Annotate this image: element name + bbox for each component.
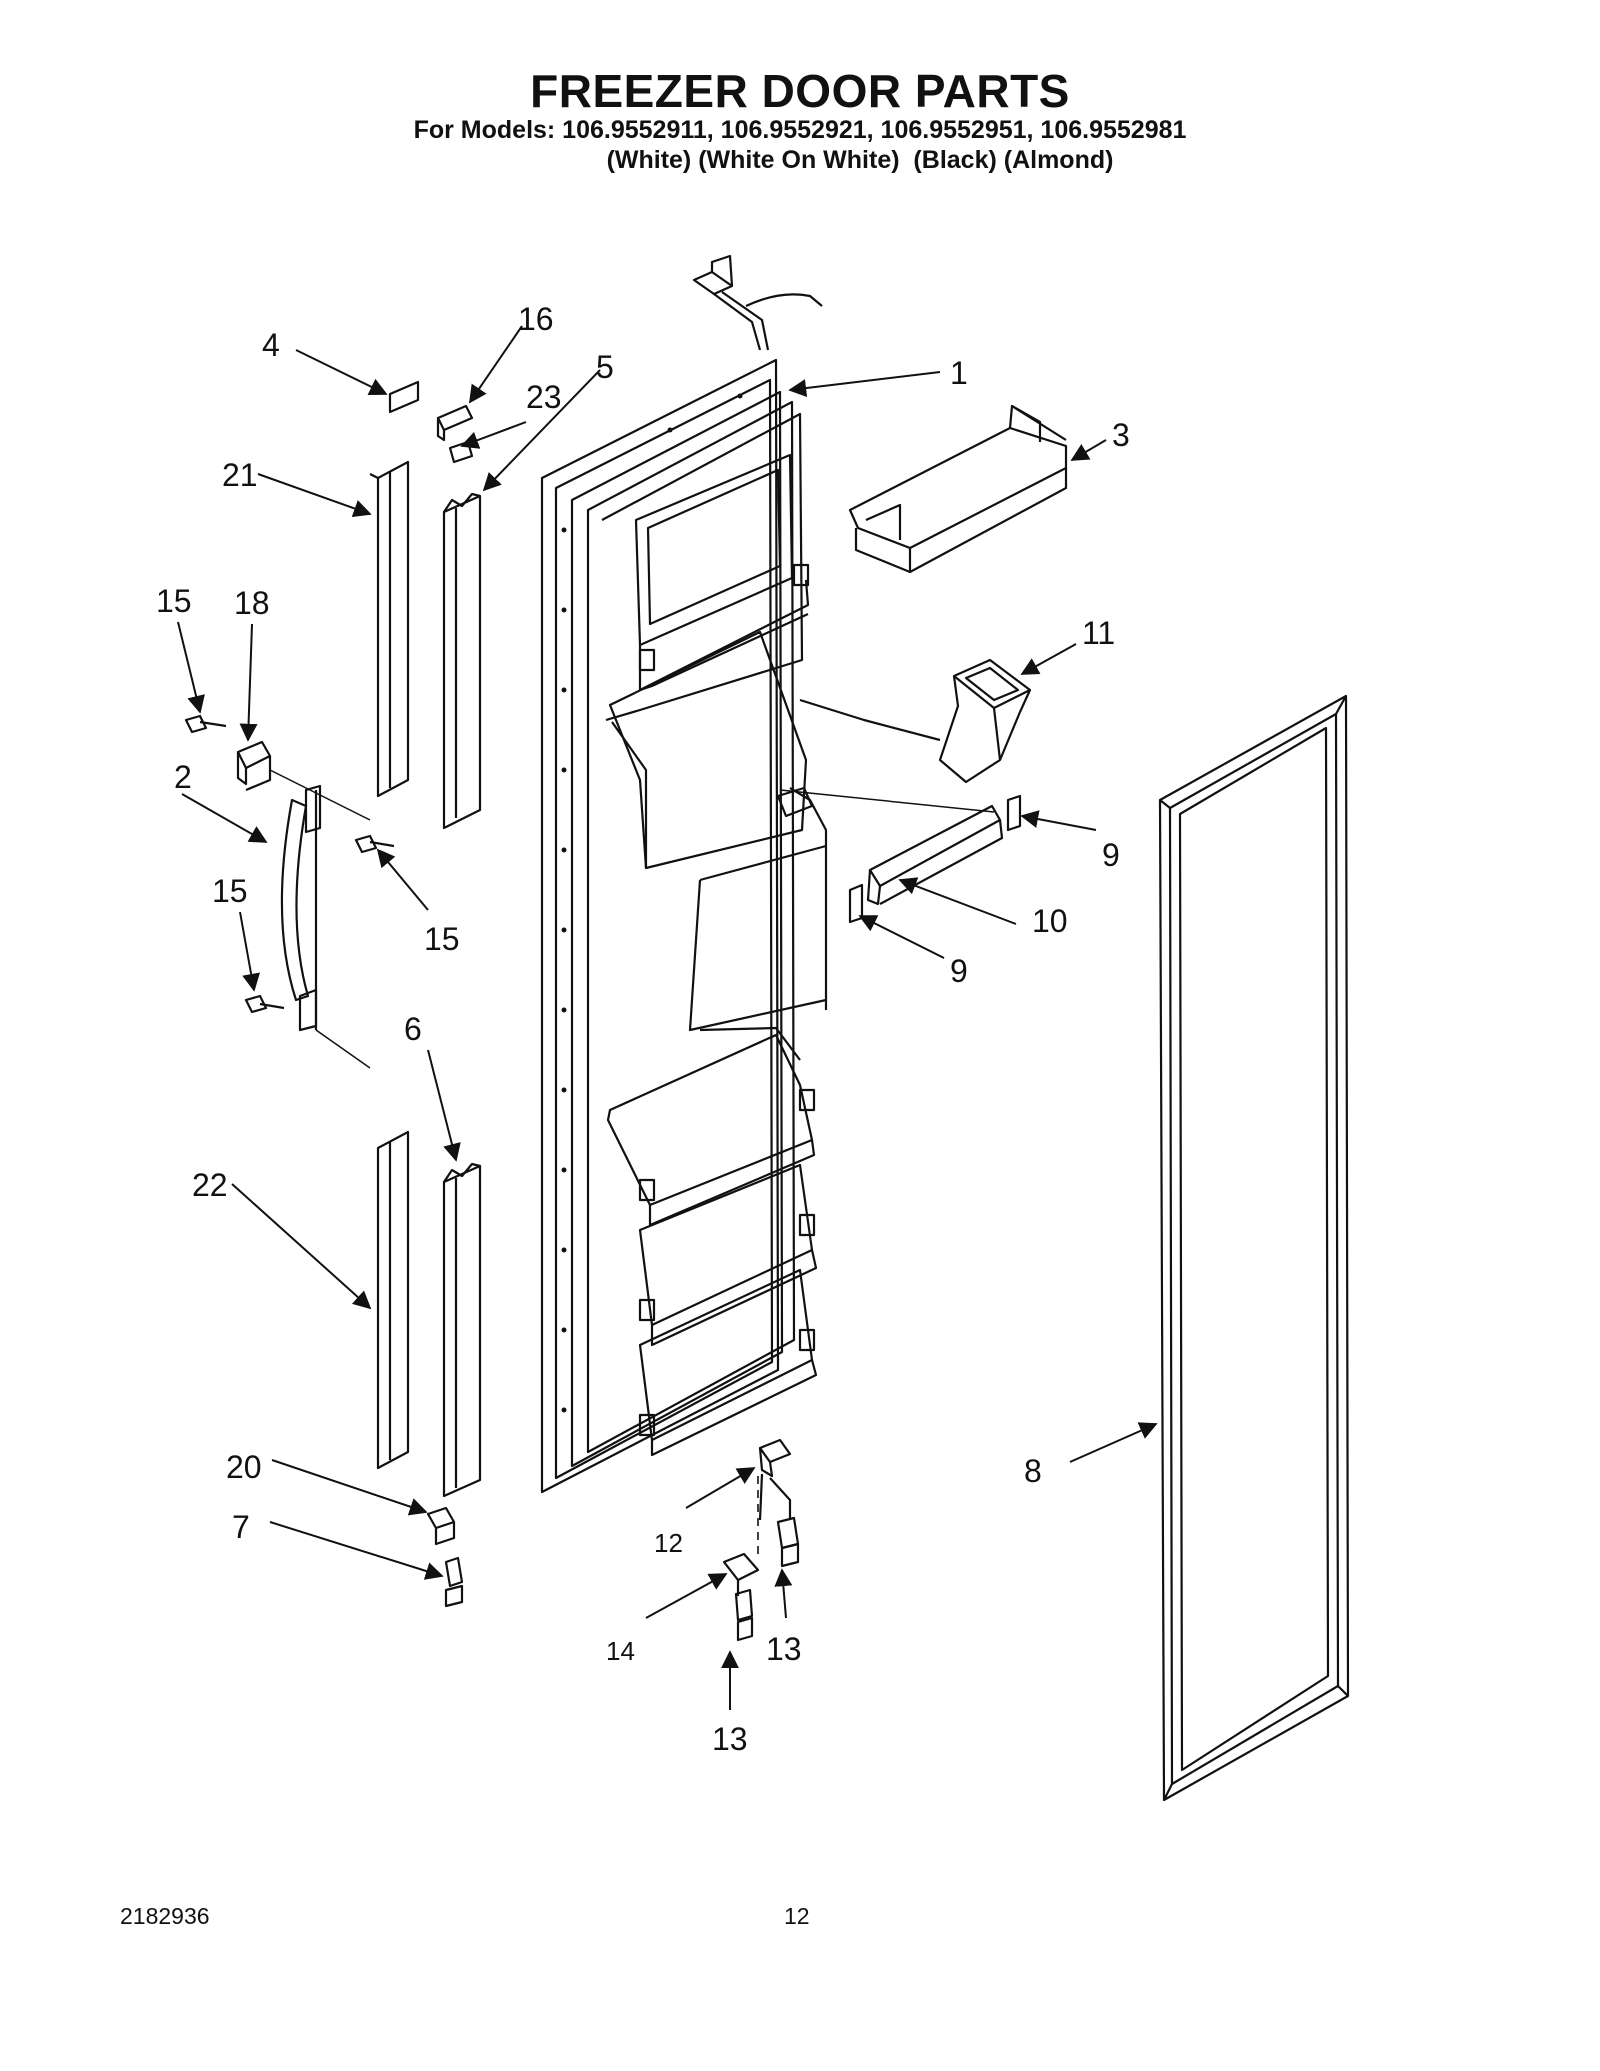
callout-labels: 1 2 3 4 5 6 7 8 9 9 10 11 12 13 13 14 15… [156,301,1130,1757]
leader-lines [177,325,1158,1710]
door-handle [280,784,322,1032]
dispenser-bracket [779,789,1022,924]
page-title: FREEZER DOOR PARTS [530,65,1070,117]
hinge-shim [388,380,420,414]
callout-21: 21 [222,457,258,493]
door-panel [540,358,828,1494]
models-line: For Models: 106.9552911, 106.9552921, 10… [413,116,1187,144]
callout-13-bottom: 13 [712,1721,748,1757]
callout-12: 12 [654,1528,683,1558]
end-cap [236,740,371,1069]
bottom-bracket [426,1506,456,1546]
callout-9-upper: 9 [1102,837,1120,873]
bottom-screw [444,1556,464,1608]
door-bin [848,404,1068,574]
channel-lower [442,1162,482,1498]
wire-harness [692,254,823,351]
callout-18: 18 [234,585,270,621]
callout-16: 16 [518,301,554,337]
callout-5: 5 [596,349,614,385]
page-number: 12 [784,1903,810,1929]
bottom-hinge [758,1438,792,1521]
callout-4: 4 [262,327,280,363]
callout-14: 14 [606,1636,635,1666]
callout-7: 7 [232,1509,250,1545]
callout-1: 1 [950,355,968,391]
callout-22: 22 [192,1167,228,1203]
hinge-screw [722,1516,800,1642]
document-number: 2182936 [120,1903,210,1929]
callout-8: 8 [1024,1453,1042,1489]
callout-3: 3 [1112,417,1130,453]
channel-upper [442,492,482,830]
callout-15-lower: 15 [212,873,248,909]
door-gasket [1158,694,1350,1802]
callout-15-top: 15 [156,583,192,619]
callout-13-right: 13 [766,1631,802,1667]
ice-chute [799,658,1032,784]
callout-20: 20 [226,1449,262,1485]
trim-strip-lower [376,1130,410,1470]
top-hinge-bracket [436,404,474,442]
trim-strip-upper [369,460,410,798]
hinge-bushing [448,440,474,464]
callout-15-right: 15 [424,921,460,957]
callout-9-lower: 9 [950,953,968,989]
colors-line: (White) (White On White) (Black) (Almond… [606,146,1114,174]
callout-2: 2 [174,759,192,795]
callout-23: 23 [526,379,562,415]
screw [184,714,395,1014]
callout-6: 6 [404,1011,422,1047]
callout-10: 10 [1032,903,1068,939]
callout-11: 11 [1082,615,1115,651]
